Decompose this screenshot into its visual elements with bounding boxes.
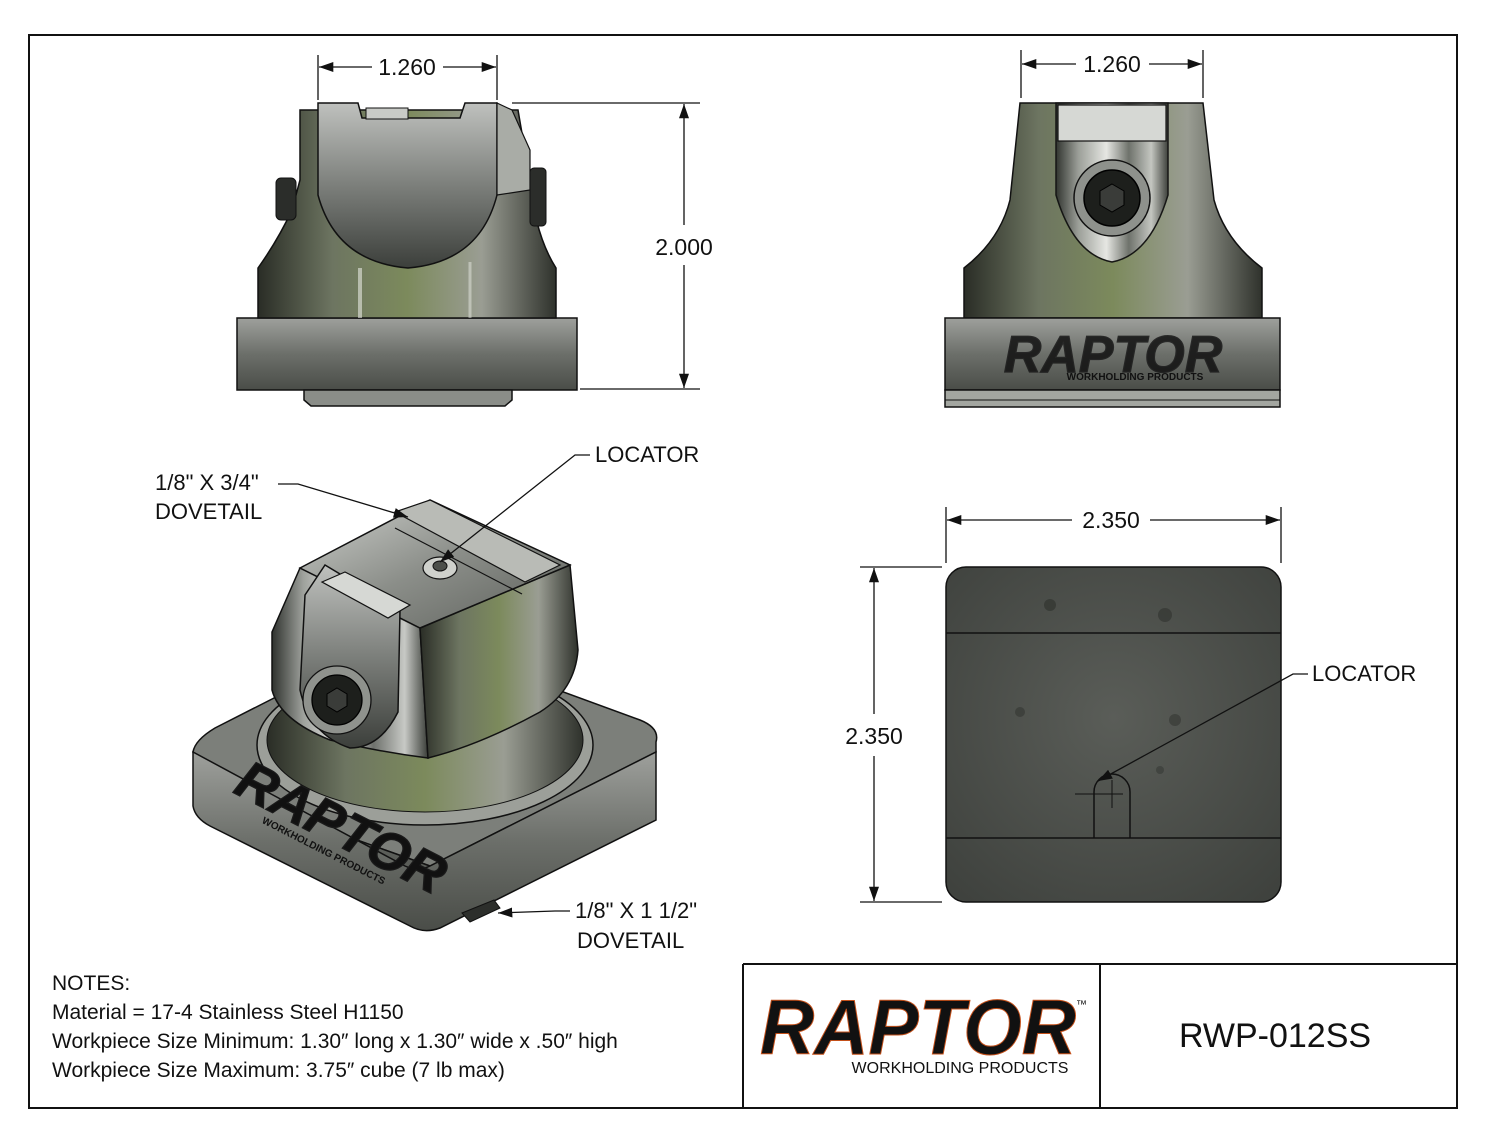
leader-line bbox=[1097, 673, 1308, 782]
side-logo-subtitle: WORKHOLDING PRODUCTS bbox=[1067, 372, 1204, 383]
iso-body-right bbox=[419, 563, 579, 759]
front-height-dimension: 2.000 bbox=[512, 102, 713, 390]
brand-logo-name: RAPTOR bbox=[760, 983, 1076, 1071]
texture-spot bbox=[1044, 599, 1056, 611]
sheet-frame bbox=[28, 34, 1458, 1109]
front-view bbox=[236, 102, 578, 407]
callout-top-dovetail: 1/8" X 3/4" DOVETAIL bbox=[155, 470, 409, 524]
front-width-dimension: 1.260 bbox=[317, 54, 498, 100]
notes-line-material: Material = 17-4 Stainless Steel H1150 bbox=[52, 1001, 404, 1024]
bottom-width-dimension: 2.350 bbox=[945, 507, 1282, 563]
notes-line-min-size: Workpiece Size Minimum: 1.30″ long x 1.3… bbox=[52, 1030, 618, 1053]
front-base-key bbox=[303, 389, 513, 407]
callout-line-2: DOVETAIL bbox=[155, 499, 262, 524]
side-base-key bbox=[944, 389, 1281, 408]
front-base bbox=[236, 317, 578, 391]
texture-spot bbox=[1169, 714, 1181, 726]
leader-line bbox=[497, 907, 570, 918]
brand-logo: RAPTOR ™ WORKHOLDING PRODUCTS bbox=[760, 983, 1088, 1078]
callout-line-1: 1/8" X 1 1/2" bbox=[575, 898, 697, 923]
side-bolt-hex bbox=[1099, 183, 1125, 213]
callout-line-1: 1/8" X 3/4" bbox=[155, 470, 259, 495]
callout-line-2: DOVETAIL bbox=[577, 928, 684, 953]
callout-bottom-locator: LOCATOR bbox=[1097, 661, 1416, 782]
iso-jaw-top bbox=[320, 571, 412, 619]
bottom-plate bbox=[945, 566, 1282, 903]
notes-heading: NOTES: bbox=[52, 972, 130, 995]
leader-line bbox=[278, 483, 409, 518]
dim-value: 1.260 bbox=[378, 54, 436, 80]
texture-spot bbox=[1156, 766, 1164, 774]
part-number: RWP-012SS bbox=[1179, 1017, 1371, 1055]
iso-bolt-hex bbox=[326, 687, 348, 713]
callout-bottom-dovetail: 1/8" X 1 1/2" DOVETAIL bbox=[497, 898, 697, 953]
iso-top-dovetail bbox=[393, 499, 562, 583]
callout-label: LOCATOR bbox=[595, 442, 699, 467]
bottom-height-dimension: 2.350 bbox=[845, 566, 942, 903]
front-screw-right bbox=[529, 167, 547, 227]
side-logo-engraving: RAPTOR bbox=[1004, 326, 1223, 384]
side-view: RAPTOR WORKHOLDING PRODUCTS bbox=[944, 102, 1281, 408]
notes-block: NOTES: Material = 17-4 Stainless Steel H… bbox=[52, 972, 618, 1082]
front-jaw bbox=[317, 102, 498, 269]
brand-logo-tm: ™ bbox=[1076, 999, 1087, 1011]
side-width-dimension: 1.260 bbox=[1020, 50, 1204, 98]
front-locator-pin bbox=[365, 107, 409, 120]
notes-line-max-size: Workpiece Size Maximum: 3.75″ cube (7 lb… bbox=[52, 1059, 505, 1082]
dim-value: 2.000 bbox=[655, 234, 713, 260]
dim-value: 2.350 bbox=[1082, 507, 1140, 533]
isometric-view: RAPTOR WORKHOLDING PRODUCTS bbox=[192, 499, 658, 932]
side-base bbox=[944, 317, 1281, 391]
front-screw-left bbox=[275, 177, 297, 221]
front-jaw-side bbox=[496, 102, 531, 196]
iso-locator-hole bbox=[432, 560, 448, 572]
side-jaw-top bbox=[1057, 104, 1167, 142]
iso-base-front bbox=[192, 750, 657, 932]
iso-dovetail-edge bbox=[394, 527, 523, 595]
texture-spot bbox=[1158, 608, 1172, 622]
callout-label: LOCATOR bbox=[1312, 661, 1416, 686]
callout-iso-locator: LOCATOR bbox=[439, 442, 699, 563]
dim-value: 1.260 bbox=[1083, 51, 1141, 77]
dim-value: 2.350 bbox=[845, 723, 903, 749]
leader-line bbox=[439, 454, 590, 563]
brand-logo-subtitle: WORKHOLDING PRODUCTS bbox=[852, 1060, 1069, 1077]
bottom-view bbox=[945, 566, 1282, 903]
texture-spot bbox=[1015, 707, 1025, 717]
